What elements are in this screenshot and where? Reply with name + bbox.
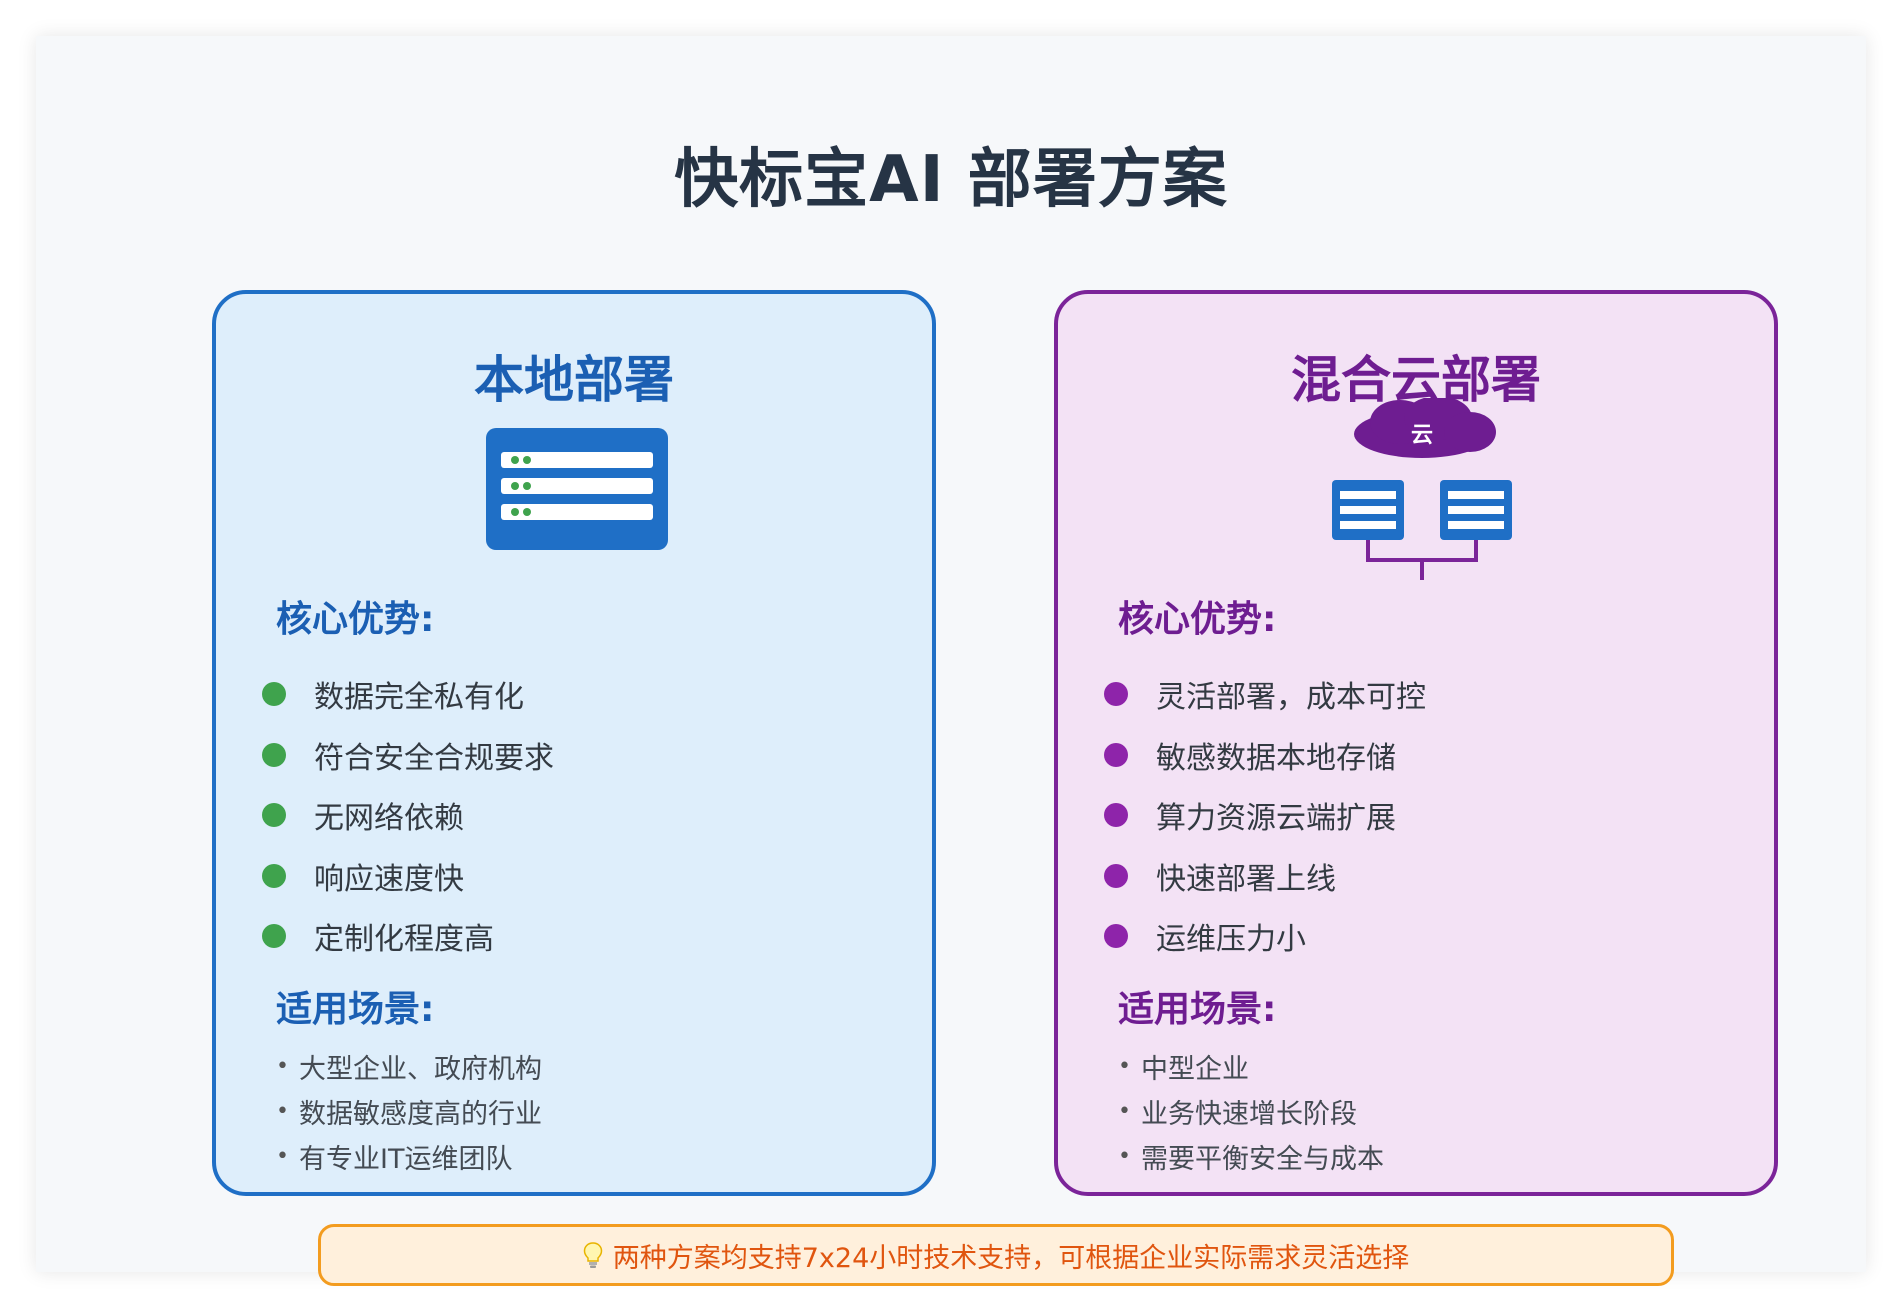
list-item: •中型企业 [1118,1054,1249,1085]
local-deployment-card: 本地部署 核心优势: 数据完全私有化 符合安全合规要求 [212,290,936,1196]
server-rack-icon [486,428,668,550]
local-scenarios-heading: 适用场景: [276,989,435,1030]
bullet-dot [1104,682,1128,707]
hybrid-scenarios-list: •中型企业 •业务快速增长阶段 •需要平衡安全与成本 [1118,1044,1738,1179]
list-item: •有专业IT运维团队 [276,1144,513,1175]
hybrid-scenarios-heading: 适用场景: [1118,989,1277,1030]
bullet-dot [262,924,286,949]
list-item: 运维压力小 [1104,906,1724,967]
bullet-dot [1104,742,1128,767]
page-frame: 快标宝AI 部署方案 本地部署 核心优势: [36,36,1866,1286]
list-item: 敏感数据本地存储 [1104,725,1724,786]
hybrid-advantages-heading: 核心优势: [1118,599,1277,640]
local-advantages-list: 数据完全私有化 符合安全合规要求 无网络依赖 响应速度快 定制化程度高 [262,664,882,967]
cloud-label: 云 [1411,423,1433,448]
page-title: 快标宝AI 部署方案 [674,143,1228,217]
bullet-dot [1104,863,1128,888]
list-item: 数据完全私有化 [262,664,882,725]
hybrid-cloud-card: 混合云部署 云 [1054,290,1778,1196]
list-item: 快速部署上线 [1104,846,1724,907]
hybrid-advantages-list: 灵活部署，成本可控 敏感数据本地存储 算力资源云端扩展 快速部署上线 运维压力小 [1104,664,1724,967]
hybrid-cloud-icon: 云 [1330,398,1514,582]
list-item: •业务快速增长阶段 [1118,1099,1357,1130]
bullet-dot [262,863,286,888]
list-item: 符合安全合规要求 [262,725,882,786]
bullet-dot [262,742,286,767]
local-advantages-heading: 核心优势: [276,599,435,640]
list-item: 无网络依赖 [262,785,882,846]
list-item: •大型企业、政府机构 [276,1054,542,1085]
hybrid-card-title: 混合云部署 [1291,351,1541,409]
local-scenarios-list: •大型企业、政府机构 •数据敏感度高的行业 •有专业IT运维团队 [276,1044,896,1179]
list-item: •需要平衡安全与成本 [1118,1144,1384,1175]
lightbulb-icon [583,1241,603,1269]
list-item: 灵活部署，成本可控 [1104,664,1724,725]
bullet-dot [1104,803,1128,828]
support-note-text: 两种方案均支持7x24小时技术支持，可根据企业实际需求灵活选择 [612,1242,1410,1274]
slide-canvas: 快标宝AI 部署方案 本地部署 核心优势: [46,46,1856,1286]
support-note-banner: 两种方案均支持7x24小时技术支持，可根据企业实际需求灵活选择 [318,1224,1674,1286]
bullet-dot [1104,924,1128,949]
list-item: 响应速度快 [262,846,882,907]
list-item: 算力资源云端扩展 [1104,785,1724,846]
local-card-title: 本地部署 [474,351,674,409]
list-item: •数据敏感度高的行业 [276,1099,542,1130]
list-item: 定制化程度高 [262,906,882,967]
bullet-dot [262,682,286,707]
bullet-dot [262,803,286,828]
